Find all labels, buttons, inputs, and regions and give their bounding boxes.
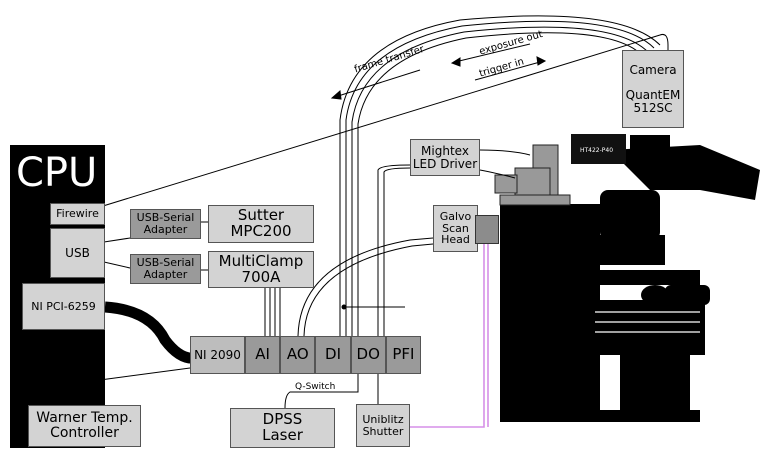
sutter-mpc200: Sutter MPC200 [208, 205, 314, 243]
ni-2090-name: NI 2090 [190, 336, 245, 374]
ni-pci-cable [104, 301, 196, 364]
uniblitz-shutter: Uniblitz Shutter [356, 404, 410, 447]
led-module-label: HT422-P40 [580, 147, 614, 154]
laser-fiber [410, 240, 489, 428]
warner-temp-controller: Warner Temp. Controller [28, 405, 141, 447]
firewire-port: Firewire [50, 203, 105, 225]
usb-serial-adapter-1: USB-Serial Adapter [130, 209, 201, 239]
usb-port: USB [50, 228, 105, 278]
ni-2090-channel-di: DI [315, 336, 351, 374]
led-head-illustration [494, 144, 571, 206]
galvo-scan-head: Galvo Scan Head [433, 205, 478, 252]
led-module-board [571, 134, 626, 164]
usb-serial-adapter-2: USB-Serial Adapter [130, 254, 201, 284]
multiclamp-700a: MultiClamp 700A [208, 251, 314, 288]
ni-2090-channel-pfi: PFI [385, 336, 422, 374]
galvo-unit-illustration [475, 215, 499, 244]
ni-2090-channel-do: DO [350, 336, 386, 374]
ni-2090-channels: AI AO DI DO PFI [245, 336, 422, 374]
microscope-silhouette [500, 135, 760, 422]
camera-quantem-512sc: Camera QuantEM 512SC [622, 50, 684, 128]
cpu-title: CPU [16, 150, 98, 196]
mightex-led-driver: Mightex LED Driver [410, 139, 480, 176]
q-switch-label: Q-Switch [295, 382, 335, 392]
ni-2090-channel-ai: AI [245, 336, 281, 374]
ni-2090-channel-ao: AO [280, 336, 316, 374]
dpss-laser: DPSS Laser [230, 408, 335, 448]
ni-pci-6259-port: NI PCI-6259 [22, 283, 105, 330]
